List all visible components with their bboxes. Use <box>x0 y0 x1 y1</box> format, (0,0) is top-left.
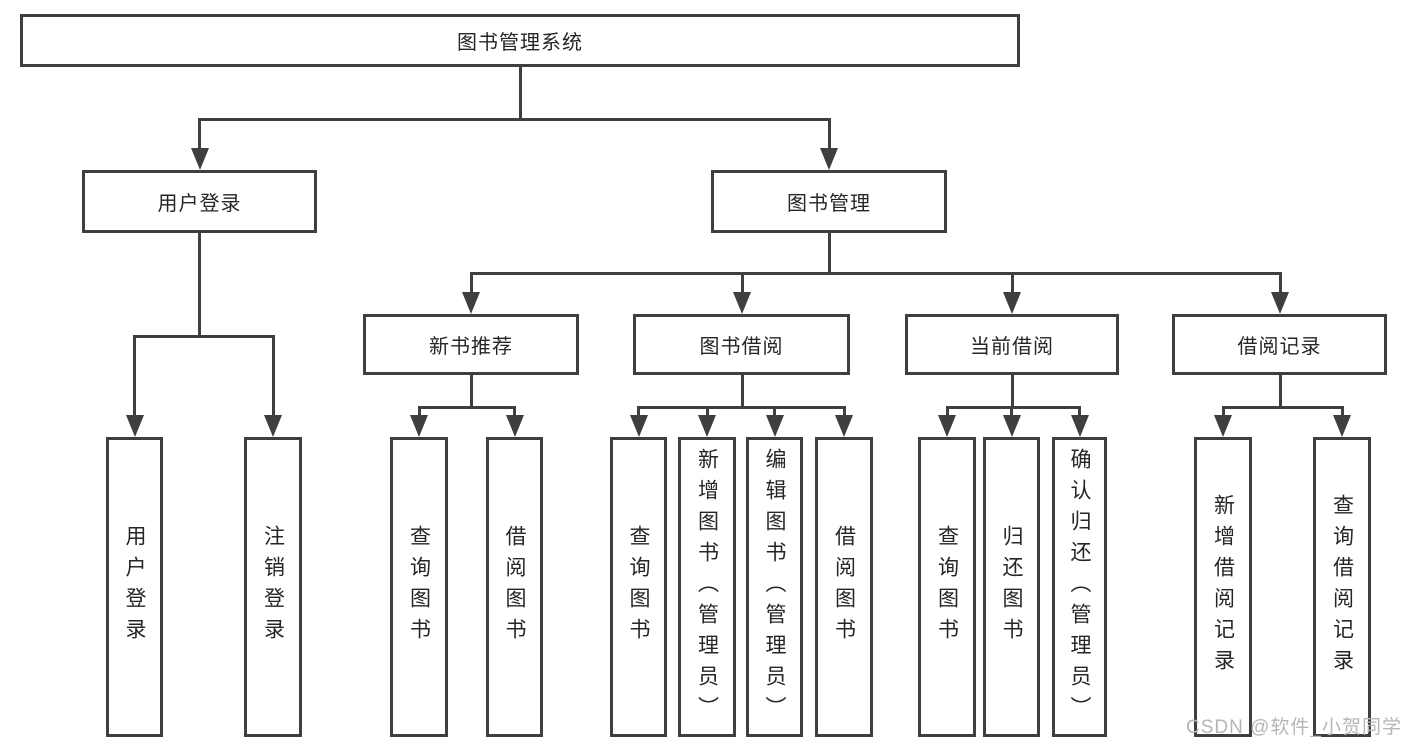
arrowhead-down-icon <box>462 292 480 314</box>
connector-vline <box>1221 406 1225 419</box>
connector-vline <box>740 375 744 408</box>
node-borrowing-records: 借阅记录 <box>1172 314 1387 375</box>
arrowhead-down-icon <box>698 415 716 437</box>
node-label: 借阅记录 <box>1237 336 1322 358</box>
arrowhead-down-icon <box>1214 415 1232 437</box>
connector-vline <box>1340 406 1344 419</box>
connector-vline <box>271 335 275 419</box>
leaf-add-borrow-record: 新增借阅记录 <box>1194 437 1252 737</box>
leaf-borrow-books-1: 借阅图书 <box>486 437 543 737</box>
connector-hline <box>469 271 1282 275</box>
connector-vline <box>1278 272 1282 296</box>
connector-hline <box>945 405 1081 409</box>
arrowhead-down-icon <box>1271 292 1289 314</box>
arrowhead-down-icon <box>1003 292 1021 314</box>
arrowhead-down-icon <box>1002 415 1021 437</box>
node-label: 图书管理系统 <box>457 32 583 54</box>
leaf-query-borrow-record: 查询借阅记录 <box>1313 437 1371 737</box>
node-current-borrowing: 当前借阅 <box>905 314 1119 375</box>
node-new-book-recommend: 新书推荐 <box>363 314 579 375</box>
connector-vline <box>1078 406 1081 419</box>
node-book-borrowing: 图书借阅 <box>633 314 850 375</box>
leaf-query-books-3: 查询图书 <box>918 437 976 737</box>
leaf-logout: 注销登录 <box>244 437 302 737</box>
connector-hline <box>417 405 516 409</box>
leaf-confirm-return-admin: 确认归还（管理员） <box>1052 437 1107 737</box>
leaf-return-book: 归还图书 <box>983 437 1040 737</box>
leaf-edit-book-admin: 编辑图书（管理员） <box>746 437 803 737</box>
arrowhead-down-icon <box>1070 415 1089 437</box>
leaf-add-book-admin: 新增图书（管理员） <box>678 437 736 737</box>
arrowhead-down-icon <box>125 415 144 437</box>
node-label: 用户登录 <box>157 193 242 215</box>
connector-hline <box>1221 405 1344 409</box>
connector-vline <box>513 406 516 419</box>
connector-vline <box>1010 272 1014 296</box>
node-label: 图书管理 <box>787 193 871 215</box>
node-label: 当前借阅 <box>970 336 1054 358</box>
connector-vline <box>1010 375 1014 408</box>
connector-vline <box>417 406 421 419</box>
connector-vline <box>1010 406 1013 419</box>
csdn-watermark: CSDN @软件_小贺同学 <box>1186 717 1402 738</box>
arrowhead-down-icon <box>410 415 428 437</box>
connector-vline <box>1278 375 1282 408</box>
arrowhead-down-icon <box>264 415 282 437</box>
arrowhead-down-icon <box>820 148 838 170</box>
leaf-borrow-books-2: 借阅图书 <box>815 437 873 737</box>
connector-vline <box>518 67 522 120</box>
connector-hline <box>637 405 846 409</box>
arrowhead-down-icon <box>733 292 751 314</box>
node-label: 图书借阅 <box>699 336 784 358</box>
arrowhead-down-icon <box>765 415 784 437</box>
node-user-login: 用户登录 <box>82 170 317 233</box>
node-book-management-system: 图书管理系统 <box>20 14 1020 67</box>
arrowhead-down-icon <box>835 415 853 437</box>
arrowhead-down-icon <box>629 415 648 437</box>
connector-vline <box>469 272 473 296</box>
arrowhead-down-icon <box>190 148 209 170</box>
connector-vline <box>827 119 831 153</box>
leaf-user-login: 用户登录 <box>106 437 163 737</box>
leaf-query-books-2: 查询图书 <box>610 437 667 737</box>
connector-vline <box>827 233 831 274</box>
node-label: 新书推荐 <box>429 336 513 358</box>
connector-vline <box>133 335 136 419</box>
connector-hline <box>133 334 275 338</box>
connector-vline <box>469 375 473 408</box>
connector-vline <box>842 406 846 419</box>
connector-vline <box>740 272 744 296</box>
connector-hline <box>198 117 831 121</box>
node-book-management: 图书管理 <box>711 170 947 233</box>
arrowhead-down-icon <box>1333 415 1351 437</box>
connector-vline <box>705 406 709 419</box>
connector-vline <box>637 406 640 419</box>
arrowhead-down-icon <box>505 415 524 437</box>
leaf-query-books-1: 查询图书 <box>390 437 448 737</box>
connector-vline <box>773 406 776 419</box>
connector-vline <box>945 406 949 419</box>
arrowhead-down-icon <box>938 415 956 437</box>
connector-vline <box>198 119 201 153</box>
connector-vline <box>198 233 201 337</box>
